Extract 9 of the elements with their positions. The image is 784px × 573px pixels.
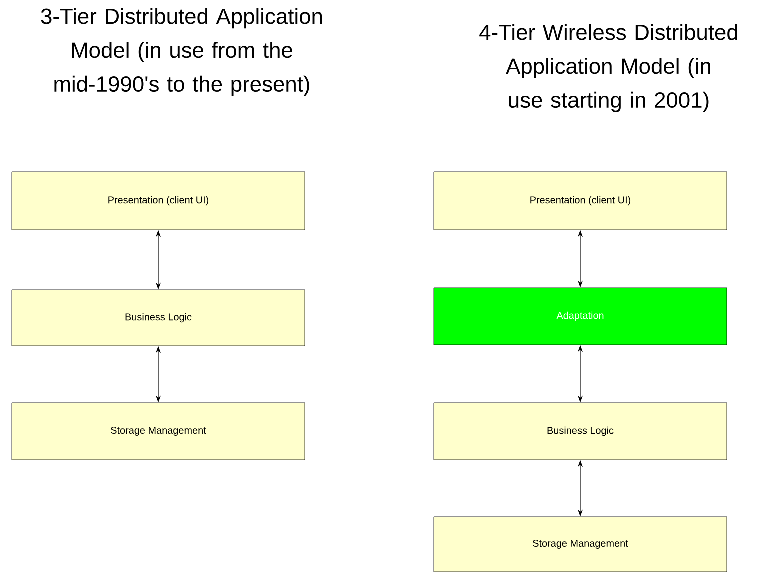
column-heading: 3-Tier Distributed Application Model (in use from the mid-1990's to the present) [41,8,322,96]
process-box: Presentation (client UI) [12,172,306,230]
process-box: Business Logic [12,290,306,346]
process-box: Adaptation [434,288,728,346]
column-heading: 4-Tier Wireless Distributed Application Model (in use starting in 2001) [480,24,738,112]
process-box: Presentation (client UI) [434,172,728,230]
process-box: Storage Management [12,402,306,460]
process-box: Storage Management [434,516,728,572]
process-box: Business Logic [434,402,728,460]
